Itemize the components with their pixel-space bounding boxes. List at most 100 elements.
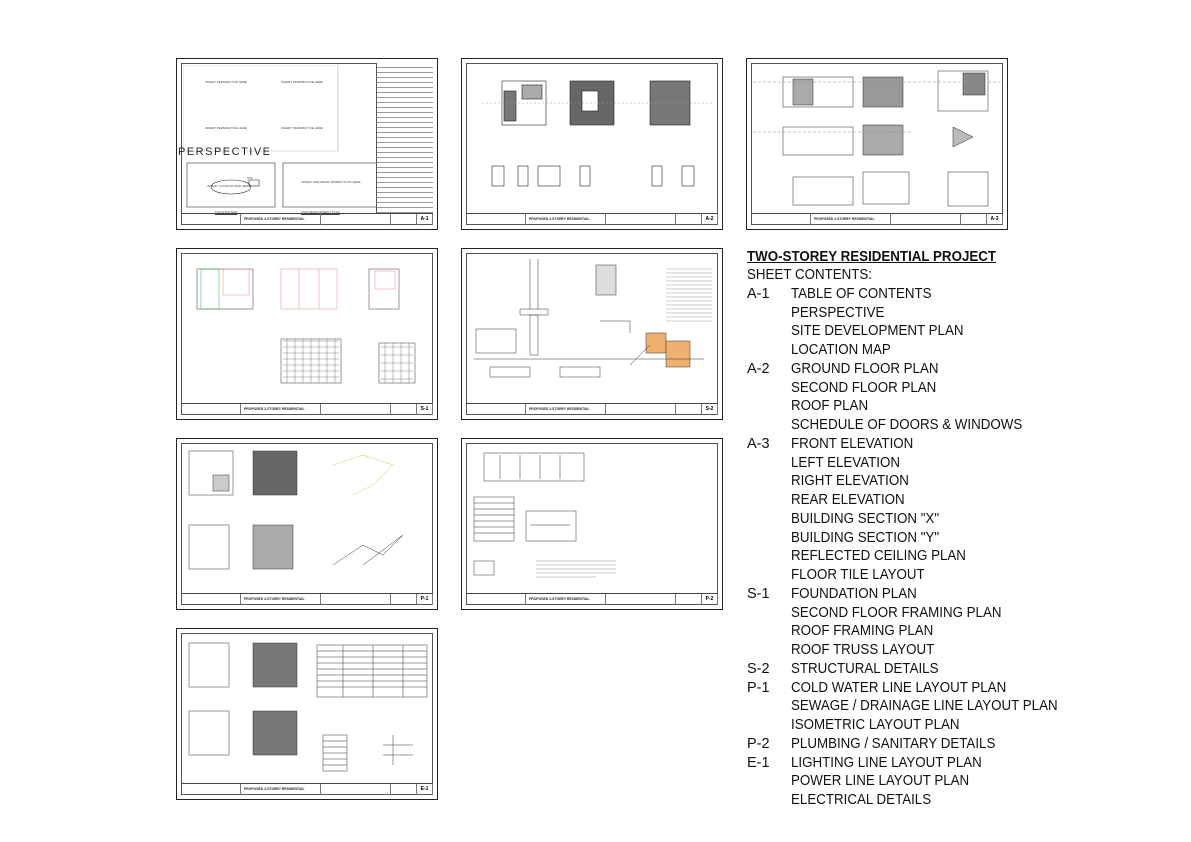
perspective-placeholder: INSERT PERSPECTIVE HERE bbox=[205, 80, 247, 84]
contents-row: BUILDING SECTION "Y" bbox=[747, 529, 1167, 548]
sheet-code: S-1 bbox=[747, 585, 770, 602]
sheet-border bbox=[466, 253, 718, 415]
sheet-item: SEWAGE / DRAINAGE LINE LAYOUT PLAN bbox=[791, 698, 1058, 715]
sheet-item: LIGHTING LINE LAYOUT PLAN bbox=[791, 754, 982, 771]
sheet-code bbox=[747, 322, 791, 341]
sheet-code bbox=[747, 491, 791, 510]
sheet-code bbox=[747, 529, 791, 548]
sheet-thumbnail-p1[interactable]: PROPOSED 2-STOREY RESIDENTIAL P-1 bbox=[176, 438, 438, 610]
contents-row: BUILDING SECTION "X" bbox=[747, 510, 1167, 529]
project-name: PROPOSED 2-STOREY RESIDENTIAL bbox=[526, 214, 606, 225]
sheet-thumbnail-e1[interactable]: PROPOSED 2-STOREY RESIDENTIAL E-1 bbox=[176, 628, 438, 800]
contents-row: SCHEDULE OF DOORS & WINDOWS bbox=[747, 416, 1167, 435]
title-block: PROPOSED 2-STOREY RESIDENTIAL P-2 bbox=[466, 593, 718, 605]
floor-plans-drawing bbox=[482, 71, 712, 211]
sheet-item: ISOMETRIC LAYOUT PLAN bbox=[791, 717, 960, 734]
sheet-number: P-2 bbox=[702, 594, 718, 605]
sheet-code: A-1 bbox=[747, 285, 770, 302]
sheet-thumbnail-s1[interactable]: PROPOSED 2-STOREY RESIDENTIAL S-1 bbox=[176, 248, 438, 420]
title-block: PROPOSED 2-STOREY RESIDENTIAL A-2 bbox=[466, 213, 718, 225]
sheet-code bbox=[747, 566, 791, 585]
contents-row: A-1 TABLE OF CONTENTS bbox=[747, 285, 1167, 304]
contents-row: SEWAGE / DRAINAGE LINE LAYOUT PLAN bbox=[747, 697, 1167, 716]
project-name: PROPOSED 2-STOREY RESIDENTIAL bbox=[526, 404, 606, 415]
perspective-placeholder: INSERT PERSPECTIVE HERE bbox=[281, 80, 323, 84]
site-plan-title: SITE DEVELOPMENT PLAN bbox=[301, 210, 340, 214]
perspective-label: PERSPECTIVE bbox=[178, 146, 272, 158]
sheet-number: A-2 bbox=[702, 214, 718, 225]
sheet-index-strip bbox=[376, 63, 433, 214]
project-name: PROPOSED 2-STOREY RESIDENTIAL bbox=[241, 404, 321, 415]
sheet-code bbox=[747, 416, 791, 435]
sheet-code bbox=[747, 397, 791, 416]
site-plan-placeholder: INSERT SITE DEVELOPMENT PLAN HERE bbox=[301, 180, 361, 184]
title-block: PROPOSED 2-STOREY RESIDENTIAL P-1 bbox=[181, 593, 433, 605]
sheet-item: LOCATION MAP bbox=[791, 342, 891, 359]
contents-row: RIGHT ELEVATION bbox=[747, 472, 1167, 491]
project-name: PROPOSED 2-STOREY RESIDENTIAL bbox=[811, 214, 891, 225]
sheet-code bbox=[747, 304, 791, 323]
sheet-item: RIGHT ELEVATION bbox=[791, 473, 909, 490]
sheet-thumbnail-p2[interactable]: PROPOSED 2-STOREY RESIDENTIAL P-2 bbox=[461, 438, 723, 610]
sheet-item: POWER LINE LAYOUT PLAN bbox=[791, 773, 970, 790]
sheet-code bbox=[747, 716, 791, 735]
electrical-layout-drawing bbox=[183, 635, 433, 785]
sheet-border bbox=[181, 253, 433, 415]
project-title: TWO-STOREY RESIDENTIAL PROJECT bbox=[747, 249, 997, 265]
plumbing-layout-drawing bbox=[183, 445, 433, 595]
sheet-code bbox=[747, 547, 791, 566]
sheet-item: FOUNDATION PLAN bbox=[791, 585, 917, 602]
contents-row: LOCATION MAP bbox=[747, 341, 1167, 360]
sheet-border bbox=[466, 443, 718, 605]
sheet-thumbnail-a3[interactable]: PROPOSED 2-STOREY RESIDENTIAL A-3 bbox=[746, 58, 1008, 230]
sheet-number: E-1 bbox=[417, 784, 433, 795]
contents-row: PERSPECTIVE bbox=[747, 304, 1167, 323]
contents-row: REFLECTED CEILING PLAN bbox=[747, 547, 1167, 566]
sheet-code bbox=[747, 622, 791, 641]
contents-row: LEFT ELEVATION bbox=[747, 454, 1167, 473]
sheet-item: STRUCTURAL DETAILS bbox=[791, 660, 939, 677]
title-block: PROPOSED 2-STOREY RESIDENTIAL E-1 bbox=[181, 783, 433, 795]
sheet-code bbox=[747, 641, 791, 660]
sheet-code bbox=[747, 341, 791, 360]
perspective-placeholder: INSERT PERSPECTIVE HERE bbox=[205, 126, 247, 130]
sheet-code: A-3 bbox=[747, 435, 770, 452]
contents-row: ROOF TRUSS LAYOUT bbox=[747, 641, 1167, 660]
sheet-item: SECOND FLOOR FRAMING PLAN bbox=[791, 604, 1002, 621]
sheet-item: SECOND FLOOR PLAN bbox=[791, 379, 937, 396]
sheet-item: TABLE OF CONTENTS bbox=[791, 285, 932, 302]
contents-row: ROOF PLAN bbox=[747, 397, 1167, 416]
sheet-item: REFLECTED CEILING PLAN bbox=[791, 548, 966, 565]
sheet-item: SITE DEVELOPMENT PLAN bbox=[791, 323, 964, 340]
sheet-thumbnail-s2[interactable]: PROPOSED 2-STOREY RESIDENTIAL S-2 bbox=[461, 248, 723, 420]
sheet-item: FLOOR TILE LAYOUT bbox=[791, 567, 925, 584]
contents-row: ISOMETRIC LAYOUT PLAN bbox=[747, 716, 1167, 735]
project-name: PROPOSED 2-STOREY RESIDENTIAL bbox=[526, 594, 606, 605]
sheet-thumbnail-a1[interactable]: INSERT PERSPECTIVE HERE INSERT PERSPECTI… bbox=[176, 58, 438, 230]
framing-plans-drawing bbox=[189, 257, 429, 402]
contents-row: SECOND FLOOR PLAN bbox=[747, 379, 1167, 398]
sheet-item: SCHEDULE OF DOORS & WINDOWS bbox=[791, 417, 1023, 434]
table-of-contents: TWO-STOREY RESIDENTIAL PROJECT SHEET CON… bbox=[747, 248, 1167, 810]
sheet-thumbnail-a2[interactable]: PROPOSED 2-STOREY RESIDENTIAL A-2 bbox=[461, 58, 723, 230]
sheet-code bbox=[747, 472, 791, 491]
sheet-code: P-1 bbox=[747, 679, 770, 696]
sheet-code bbox=[747, 772, 791, 791]
sheet-border bbox=[181, 443, 433, 605]
sheet-border bbox=[466, 63, 718, 225]
title-block: PROPOSED 2-STOREY RESIDENTIAL S-1 bbox=[181, 403, 433, 415]
sheet-code bbox=[747, 454, 791, 473]
sheet-code bbox=[747, 379, 791, 398]
project-name: PROPOSED 2-STOREY RESIDENTIAL bbox=[241, 784, 321, 795]
contents-row: SECOND FLOOR FRAMING PLAN bbox=[747, 604, 1167, 623]
sheet-code bbox=[747, 604, 791, 623]
elevations-drawing bbox=[753, 67, 1003, 217]
sheet-code: A-2 bbox=[747, 360, 770, 377]
project-name: PROPOSED 2-STOREY RESIDENTIAL bbox=[241, 214, 321, 225]
sheet-item: ROOF PLAN bbox=[791, 398, 869, 415]
contents-row: FLOOR TILE LAYOUT bbox=[747, 566, 1167, 585]
